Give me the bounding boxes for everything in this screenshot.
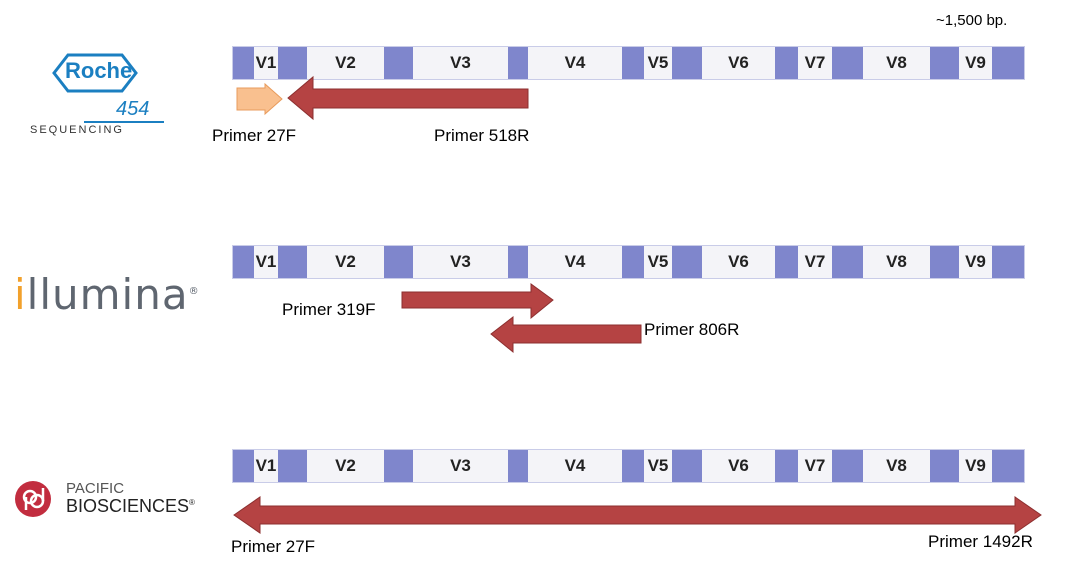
primer-label-pacbio-1492r: Primer 1492R — [928, 532, 1033, 551]
region-v7-bar1: V7 — [798, 47, 832, 79]
region-v9-bar1: V9 — [959, 47, 992, 79]
region-v1-bar1: V1 — [254, 47, 278, 79]
primer-label-roche-27f: Primer 27F — [212, 126, 297, 145]
region-v2-bar1: V2 — [307, 47, 384, 79]
illumina-logo-rest: llumina — [26, 270, 189, 319]
region-v7-bar3: V7 — [798, 450, 832, 482]
region-v8-bar3: V8 — [863, 450, 930, 482]
primer-518r-arrow-roche — [287, 75, 529, 121]
region-v2-bar2: V2 — [307, 246, 384, 278]
region-v3-bar2: V3 — [413, 246, 508, 278]
region-v6-bar2: V6 — [702, 246, 775, 278]
region-v5-bar3: V5 — [644, 450, 672, 482]
region-v3-bar1: V3 — [413, 47, 508, 79]
gene-bar-pacbio: V1 V2 V3 V4 V5 V6 V7 V8 V9 — [232, 449, 1025, 483]
region-v8-bar2: V8 — [863, 246, 930, 278]
region-v4-bar3: V4 — [528, 450, 622, 482]
illumina-logo-first-letter: i — [14, 270, 27, 319]
region-v4-bar1: V4 — [528, 47, 622, 79]
region-v4-bar2: V4 — [528, 246, 622, 278]
primer-319f-arrow-illumina — [401, 283, 554, 320]
region-v1-bar2: V1 — [254, 246, 278, 278]
region-v5-bar1: V5 — [644, 47, 672, 79]
pacbio-logo-top: PACIFIC — [66, 480, 125, 497]
region-v1-bar3: V1 — [254, 450, 278, 482]
total-length-label: ~1,500 bp. — [936, 12, 1008, 29]
primer-full-length-arrow-pacbio — [233, 496, 1042, 534]
primer-label-pacbio-27f: Primer 27F — [231, 537, 316, 556]
roche-454-number: 454 — [116, 98, 150, 120]
region-v6-bar1: V6 — [702, 47, 775, 79]
region-v5-bar2: V5 — [644, 246, 672, 278]
primer-806r-arrow-illumina — [490, 315, 642, 354]
roche-454-logo: Roche 454 SEQUENCING — [12, 48, 172, 148]
gene-bar-illumina: V1 V2 V3 V4 V5 V6 V7 V8 V9 — [232, 245, 1025, 279]
pacbio-logo-bottom: BIOSCIENCES® — [66, 496, 195, 516]
registered-mark: ® — [188, 286, 200, 297]
region-v3-bar3: V3 — [413, 450, 508, 482]
pacbio-mark-icon — [15, 481, 51, 517]
roche-sequencing-label: SEQUENCING — [30, 124, 124, 136]
region-v8-bar1: V8 — [863, 47, 930, 79]
region-v7-bar2: V7 — [798, 246, 832, 278]
gene-bar-roche: V1 V2 V3 V4 V5 V6 V7 V8 V9 — [232, 46, 1025, 80]
roche-hexagon-icon — [52, 53, 138, 93]
roche-wordmark: Roche — [65, 58, 133, 83]
region-v2-bar3: V2 — [307, 450, 384, 482]
primer-label-illumina-319f: Primer 319F — [282, 300, 376, 319]
pacific-biosciences-logo: PACIFIC BIOSCIENCES® — [14, 478, 195, 522]
primer-label-illumina-806r: Primer 806R — [644, 320, 740, 339]
region-v9-bar3: V9 — [959, 450, 992, 482]
region-v6-bar3: V6 — [702, 450, 775, 482]
region-v9-bar2: V9 — [959, 246, 992, 278]
roche-underline — [84, 121, 164, 123]
primer-27f-arrow-roche — [236, 82, 283, 116]
illumina-logo: illumina® — [14, 270, 200, 319]
primer-label-roche-518r: Primer 518R — [434, 126, 530, 145]
